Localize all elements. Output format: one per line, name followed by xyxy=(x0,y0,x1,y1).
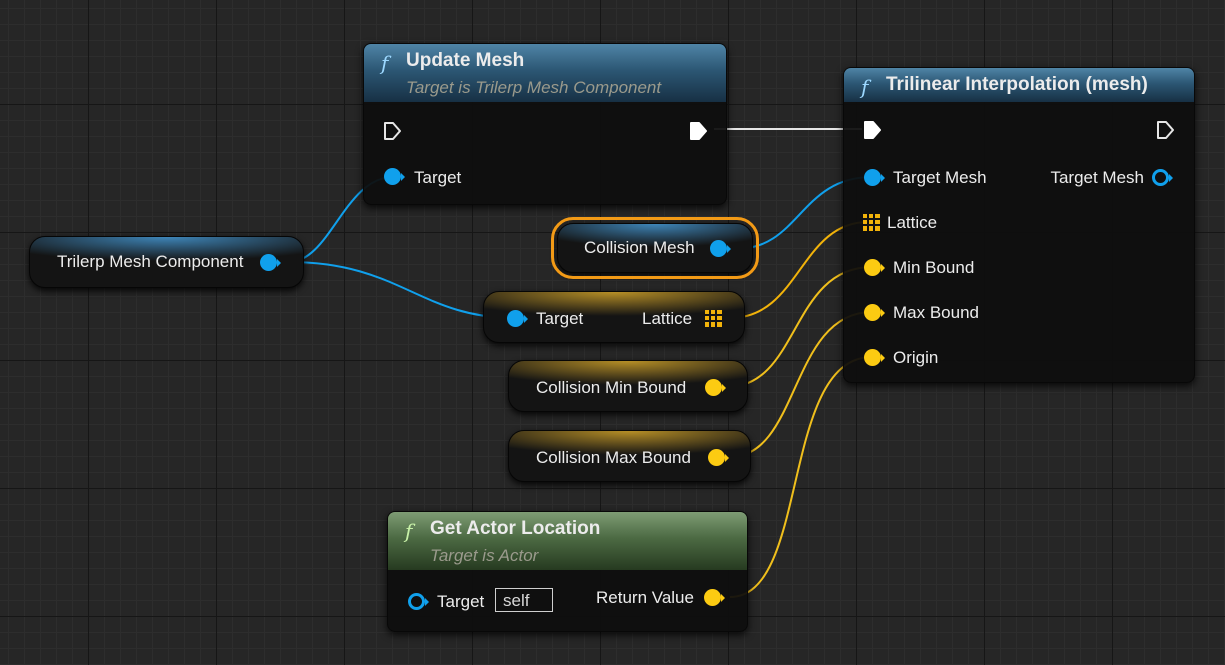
target-self-input[interactable]: self xyxy=(495,588,553,612)
update-mesh-header: f Update Mesh Target is Trilerp Mesh Com… xyxy=(364,44,726,102)
trilinear-interpolation-node[interactable]: f Trilinear Interpolation (mesh) Target … xyxy=(843,67,1195,383)
target-mesh-out-pin-icon[interactable] xyxy=(1152,168,1173,188)
target-pin-icon[interactable] xyxy=(408,592,429,612)
target-mesh-in-label: Target Mesh xyxy=(893,168,987,187)
trilinear-header: f Trilinear Interpolation (mesh) xyxy=(844,68,1194,102)
trilerp-mesh-component-variable[interactable]: Trilerp Mesh Component xyxy=(29,236,304,288)
collision-min-bound-variable[interactable]: Collision Min Bound xyxy=(508,360,748,412)
update-mesh-node[interactable]: f Update Mesh Target is Trilerp Mesh Com… xyxy=(363,43,727,205)
exec-out-icon[interactable] xyxy=(1156,120,1176,140)
exec-in-icon[interactable] xyxy=(863,120,883,140)
variable-label: Collision Mesh xyxy=(584,238,695,257)
min-bound-pin-label: Min Bound xyxy=(893,258,975,277)
lattice-grid-icon[interactable] xyxy=(863,214,880,231)
get-actor-location-header: f Get Actor Location Target is Actor xyxy=(388,512,747,570)
target-pin-label: Target xyxy=(414,168,462,187)
target-mesh-out-label: Target Mesh xyxy=(1050,168,1144,187)
function-icon: f xyxy=(405,519,413,543)
lattice-getter-node[interactable]: Target Lattice xyxy=(483,291,745,343)
output-pin-icon[interactable] xyxy=(705,378,726,398)
variable-label: Collision Max Bound xyxy=(536,448,691,467)
target-pin-icon[interactable] xyxy=(384,167,405,187)
node-title: Update Mesh xyxy=(406,50,525,71)
origin-pin-label: Origin xyxy=(893,348,939,367)
function-icon: f xyxy=(381,51,389,75)
target-pin-label: Target xyxy=(437,592,485,611)
output-pin-icon[interactable] xyxy=(260,253,281,273)
node-subtitle: Target is Actor xyxy=(430,546,539,565)
variable-label: Trilerp Mesh Component xyxy=(57,252,244,271)
collision-max-bound-variable[interactable]: Collision Max Bound xyxy=(508,430,751,482)
function-icon: f xyxy=(861,75,869,99)
variable-label: Collision Min Bound xyxy=(536,378,687,397)
node-title: Get Actor Location xyxy=(430,518,601,539)
return-value-label: Return Value xyxy=(596,588,694,607)
exec-out-icon[interactable] xyxy=(689,121,709,141)
wire-origin xyxy=(729,356,873,598)
target-mesh-in-pin-icon[interactable] xyxy=(864,168,885,188)
return-value-pin-icon[interactable] xyxy=(704,588,725,608)
wire-component-to-lattice-target xyxy=(288,261,516,319)
node-subtitle: Target is Trilerp Mesh Component xyxy=(406,78,662,97)
exec-in-icon[interactable] xyxy=(383,121,403,141)
output-pin-icon[interactable] xyxy=(710,239,731,259)
output-pin-icon[interactable] xyxy=(708,448,729,468)
target-pin-label: Target xyxy=(536,309,584,328)
lattice-pin-label: Lattice xyxy=(642,309,693,328)
max-bound-pin-label: Max Bound xyxy=(893,303,979,322)
node-title: Trilinear Interpolation (mesh) xyxy=(886,74,1148,95)
min-bound-pin-icon[interactable] xyxy=(864,258,885,278)
collision-mesh-variable[interactable]: Collision Mesh xyxy=(551,217,759,279)
max-bound-pin-icon[interactable] xyxy=(864,303,885,323)
lattice-pin-label: Lattice xyxy=(887,213,938,232)
get-actor-location-node[interactable]: f Get Actor Location Target is Actor Tar… xyxy=(387,511,748,632)
target-pin-icon[interactable] xyxy=(507,309,528,329)
lattice-grid-icon[interactable] xyxy=(705,310,722,327)
origin-pin-icon[interactable] xyxy=(864,348,885,368)
